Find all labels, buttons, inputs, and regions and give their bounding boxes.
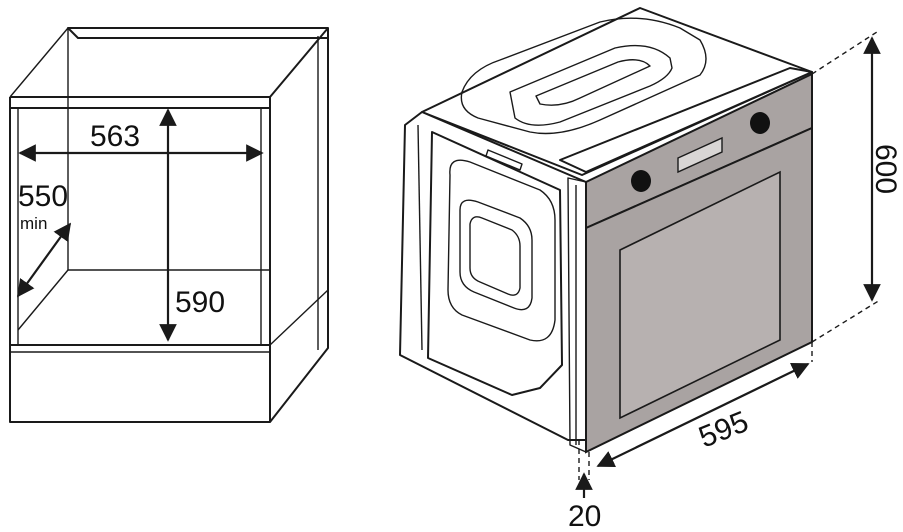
oven-width-arrow	[596, 363, 810, 467]
cabinet-depth-label: 550	[18, 180, 68, 213]
cabinet-height-label: 590	[175, 286, 225, 319]
oven-height-label: 600	[869, 144, 902, 194]
cabinet-width-label: 563	[90, 120, 140, 153]
door-glass	[619, 170, 781, 420]
left-knob-icon	[631, 170, 651, 192]
offset-label: 20	[568, 500, 601, 532]
oven-drawing	[399, 7, 813, 454]
cabinet-depth-arrow	[16, 222, 72, 298]
oven-height-guide-top	[811, 29, 881, 75]
oven-height-guide-bottom	[811, 299, 881, 343]
oven-width-label: 595	[694, 405, 753, 454]
right-knob-icon	[750, 112, 770, 134]
display-window	[677, 136, 723, 174]
cabinet-depth-note: min	[20, 214, 47, 233]
